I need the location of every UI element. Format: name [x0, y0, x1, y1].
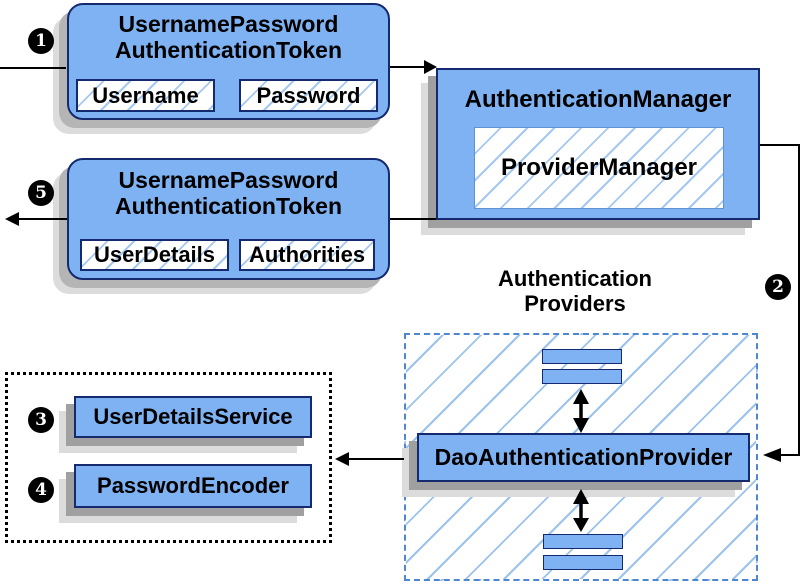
password-field-box: Password	[239, 79, 378, 112]
token-to-manager-arrow	[390, 60, 437, 74]
step5-outgoing-arrow	[5, 212, 67, 226]
userdetails-field-label: UserDetails	[93, 242, 216, 267]
authorities-field-box: Authorities	[239, 239, 375, 271]
step-4-badge: 4	[28, 477, 54, 503]
provider-bar-top-1	[542, 349, 622, 364]
user-details-service-label: UserDetailsService	[93, 404, 293, 429]
authentication-providers-label-line1: Authentication	[498, 266, 652, 291]
request-token-node: UsernamePassword AuthenticationToken Use…	[67, 3, 390, 120]
authentication-manager-node: AuthenticationManager ProviderManager	[436, 68, 760, 220]
authentication-providers-label-line2: Providers	[524, 291, 626, 316]
provider-bar-bottom-2	[543, 555, 623, 570]
manager-to-provider-arrow	[760, 144, 800, 462]
provider-manager-box: ProviderManager	[474, 127, 724, 209]
authentication-manager-title: AuthenticationManager	[464, 86, 732, 113]
step-2-badge: 2	[765, 274, 791, 300]
response-token-node: UsernamePassword AuthenticationToken Use…	[67, 158, 390, 280]
authorities-field-label: Authorities	[248, 242, 366, 267]
services-container	[5, 372, 332, 543]
request-token-title-line1: UsernamePassword	[118, 11, 339, 37]
response-token-title-line1: UsernamePassword	[118, 167, 339, 193]
provider-to-services-arrow	[335, 452, 404, 466]
step-3-badge: 3	[28, 407, 54, 433]
provider-bar-top-2	[542, 369, 622, 384]
username-field-box: Username	[76, 79, 215, 112]
request-token-title-line2: AuthenticationToken	[114, 37, 342, 63]
password-field-label: Password	[256, 82, 361, 108]
username-field-label: Username	[92, 82, 199, 108]
response-token-title: UsernamePassword AuthenticationToken	[69, 160, 388, 219]
response-token-title-line2: AuthenticationToken	[114, 193, 342, 219]
dao-authentication-provider-label: DaoAuthenticationProvider	[434, 444, 733, 470]
password-encoder-label: PasswordEncoder	[97, 473, 289, 498]
step-5-badge: 5	[28, 180, 54, 206]
request-token-title: UsernamePassword AuthenticationToken	[69, 5, 388, 63]
authentication-providers-label: Authentication Providers	[455, 266, 695, 316]
step-1-badge: 1	[28, 28, 54, 54]
dao-authentication-provider-node: DaoAuthenticationProvider	[417, 433, 750, 482]
password-encoder-node: PasswordEncoder	[74, 464, 312, 508]
provider-bar-bottom-1	[543, 534, 623, 549]
provider-manager-label: ProviderManager	[500, 154, 698, 181]
user-details-service-node: UserDetailsService	[74, 396, 312, 438]
userdetails-field-box: UserDetails	[80, 239, 229, 271]
